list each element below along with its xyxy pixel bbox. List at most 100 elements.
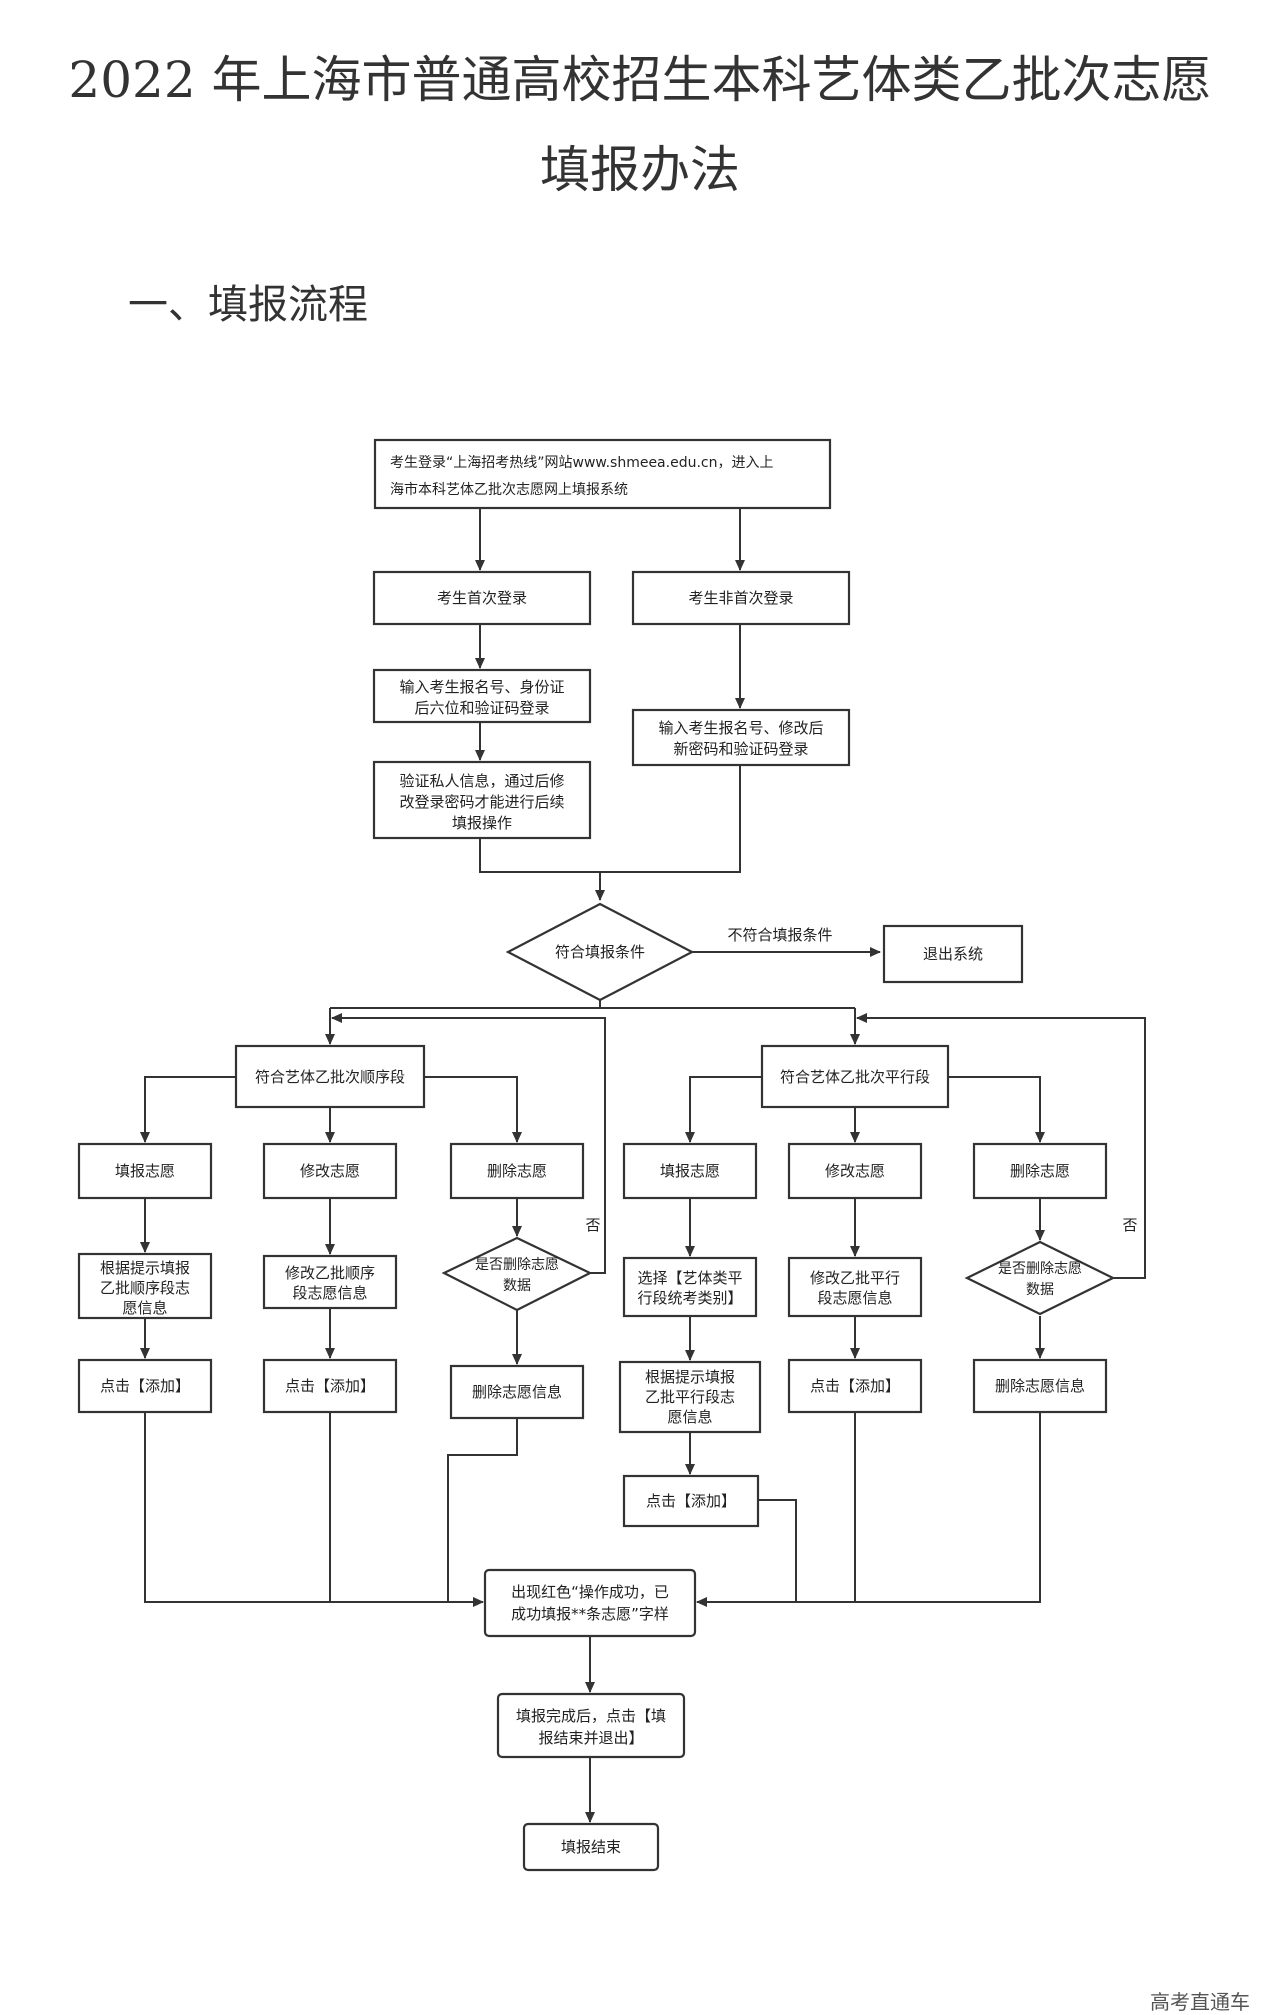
- node-seq: 符合艺体乙批次顺序段: [234, 1044, 426, 1109]
- node-first-login: 考生首次登录: [372, 570, 592, 626]
- node-exit: 退出系统: [882, 924, 1024, 984]
- arrow-par-delete: [948, 1076, 1045, 1143]
- node-success-text-2: 成功填报**条志愿”字样: [511, 1605, 669, 1623]
- node-seq-mod-info-text-1: 修改乙批顺序: [285, 1264, 375, 1282]
- node-success: 出现红色“操作成功，已 成功填报**条志愿”字样: [483, 1568, 697, 1638]
- node-par-mod-info-text-1: 修改乙批平行: [810, 1269, 900, 1287]
- node-end-text: 填报结束: [561, 1838, 621, 1856]
- node-par-select-text-1: 选择【艺体类平: [637, 1269, 742, 1287]
- node-seq-del-info: 删除志愿信息: [449, 1364, 585, 1420]
- node-par-modify: 修改志愿: [787, 1142, 923, 1200]
- node-exit-text: 退出系统: [923, 945, 983, 963]
- node-par-mod-info-text-2: 段志愿信息: [817, 1289, 892, 1307]
- section-heading: 一、填报流程: [128, 282, 368, 328]
- node-seq-modify: 修改志愿: [262, 1142, 398, 1200]
- line-par-add-success: [758, 1499, 797, 1602]
- node-verify-text-1: 验证私人信息，通过后修: [399, 772, 564, 790]
- node-first-input: 输入考生报名号、身份证 后六位和验证码登录: [372, 668, 592, 724]
- label-seq-no: 否: [585, 1216, 600, 1234]
- node-seq-fill: 填报志愿: [77, 1142, 213, 1200]
- node-par-mod-add: 点击【添加】: [787, 1358, 923, 1414]
- node-par-delete: 删除志愿: [972, 1142, 1108, 1200]
- node-par-del-q: 是否删除志愿 数据: [964, 1240, 1116, 1316]
- node-seq-fill-info-text-1: 根据提示填报: [100, 1259, 190, 1277]
- label-not-meet: 不符合填报条件: [727, 926, 832, 944]
- node-par-fill-info-text-3: 愿信息: [667, 1408, 712, 1426]
- node-par-fill-info-text-2: 乙批平行段志: [645, 1388, 735, 1406]
- node-success-text-1: 出现红色“操作成功，已: [511, 1583, 669, 1601]
- arrow-par-no-loop: [856, 1013, 1146, 1279]
- node-par-fill-text: 填报志愿: [660, 1162, 720, 1180]
- arrow-seq-delete: [424, 1076, 522, 1143]
- node-par-fill-add: 点击【添加】: [622, 1474, 760, 1528]
- node-seq-mod-add-text: 点击【添加】: [285, 1377, 375, 1395]
- node-decision: 符合填报条件: [505, 902, 695, 1002]
- node-par-fill-info-text-1: 根据提示填报: [645, 1368, 735, 1386]
- line-verify-merge: [479, 838, 600, 873]
- node-nonfirst-input: 输入考生报名号、修改后 新密码和验证码登录: [631, 708, 851, 767]
- node-done-text-2: 报结束并退出】: [538, 1729, 643, 1747]
- node-nonfirst-input-text-1: 输入考生报名号、修改后: [658, 719, 823, 737]
- node-par-fill-add-text: 点击【添加】: [646, 1492, 736, 1510]
- node-par-del-q-text-2: 数据: [1026, 1282, 1054, 1298]
- node-seq-del-info-text: 删除志愿信息: [472, 1383, 562, 1401]
- node-done-text-1: 填报完成后，点击【填: [516, 1707, 666, 1725]
- arrow-seq-fill-success: [144, 1412, 484, 1607]
- node-first-input-text-2: 后六位和验证码登录: [414, 699, 549, 717]
- label-par-no: 否: [1122, 1216, 1137, 1234]
- page-title: 2022 年上海市普通高校招生本科艺体类乙批次志愿: [68, 51, 1212, 109]
- node-par: 符合艺体乙批次平行段: [760, 1044, 950, 1109]
- node-seq-text: 符合艺体乙批次顺序段: [255, 1068, 405, 1086]
- node-seq-mod-info: 修改乙批顺序 段志愿信息: [262, 1254, 398, 1310]
- node-seq-del-q: 是否删除志愿 数据: [441, 1236, 593, 1312]
- node-par-select: 选择【艺体类平 行段统考类别】: [622, 1256, 758, 1318]
- node-seq-delete: 删除志愿: [449, 1142, 585, 1200]
- node-par-fill-info: 根据提示填报 乙批平行段志 愿信息: [618, 1360, 762, 1434]
- node-seq-modify-text: 修改志愿: [300, 1162, 360, 1180]
- node-seq-delete-text: 删除志愿: [487, 1162, 547, 1180]
- node-seq-fill-add: 点击【添加】: [77, 1358, 213, 1414]
- node-verify-text-3: 填报操作: [452, 814, 512, 832]
- node-seq-fill-info-text-2: 乙批顺序段志: [100, 1279, 190, 1297]
- node-par-mod-add-text: 点击【添加】: [810, 1377, 900, 1395]
- node-par-delete-text: 删除志愿: [1010, 1162, 1070, 1180]
- line-seq-del-success: [447, 1418, 518, 1602]
- node-seq-fill-info-text-3: 愿信息: [122, 1299, 167, 1317]
- node-nonfirst-login: 考生非首次登录: [631, 570, 851, 626]
- node-nonfirst-login-text: 考生非首次登录: [688, 589, 793, 607]
- node-start: 考生登录“上海招考热线”网站www.shmeea.edu.cn，进入上 海市本科…: [373, 438, 832, 510]
- node-par-mod-info: 修改乙批平行 段志愿信息: [787, 1256, 923, 1318]
- arrow-seq-no-loop: [331, 1013, 606, 1274]
- node-decision-text: 符合填报条件: [555, 943, 645, 961]
- node-par-del-q-text-1: 是否删除志愿: [998, 1261, 1082, 1277]
- node-par-del-info: 删除志愿信息: [972, 1358, 1108, 1414]
- node-seq-del-q-text-2: 数据: [503, 1278, 531, 1294]
- arrow-par-fill: [685, 1076, 762, 1143]
- arrow-seq-fill: [140, 1076, 236, 1143]
- arrow-par-del-success: [696, 1412, 1041, 1607]
- node-seq-mod-info-text-2: 段志愿信息: [292, 1284, 367, 1302]
- connectors: [140, 508, 1146, 1823]
- node-seq-fill-add-text: 点击【添加】: [100, 1377, 190, 1395]
- node-seq-del-q-text-1: 是否删除志愿: [475, 1257, 559, 1273]
- node-first-login-text: 考生首次登录: [437, 589, 527, 607]
- node-par-text: 符合艺体乙批次平行段: [780, 1068, 930, 1086]
- node-seq-mod-add: 点击【添加】: [262, 1358, 398, 1414]
- node-par-select-text-2: 行段统考类别】: [637, 1289, 742, 1307]
- node-nonfirst-input-text-2: 新密码和验证码登录: [673, 740, 808, 758]
- watermark-text: 高考直通车: [1150, 1990, 1250, 2014]
- node-first-input-text-1: 输入考生报名号、身份证: [399, 678, 564, 696]
- node-start-text-2: 海市本科艺体乙批次志愿网上填报系统: [390, 481, 628, 498]
- node-seq-fill-text: 填报志愿: [115, 1162, 175, 1180]
- node-start-text-1: 考生登录“上海招考热线”网站www.shmeea.edu.cn，进入上: [390, 455, 773, 471]
- page-title-line2: 填报办法: [540, 141, 740, 199]
- node-par-del-info-text: 删除志愿信息: [995, 1377, 1085, 1395]
- node-seq-fill-info: 根据提示填报 乙批顺序段志 愿信息: [77, 1252, 213, 1320]
- node-par-fill: 填报志愿: [622, 1142, 758, 1200]
- node-done: 填报完成后，点击【填 报结束并退出】: [496, 1692, 686, 1759]
- node-end: 填报结束: [522, 1822, 660, 1872]
- node-verify-text-2: 改登录密码才能进行后续: [399, 793, 564, 811]
- node-verify: 验证私人信息，通过后修 改登录密码才能进行后续 填报操作: [372, 760, 592, 840]
- node-par-modify-text: 修改志愿: [825, 1162, 885, 1180]
